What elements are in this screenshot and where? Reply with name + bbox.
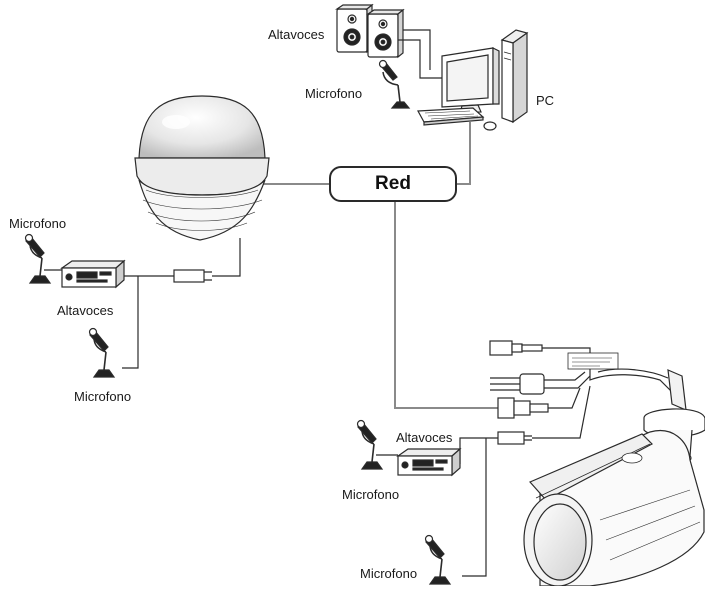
speaker-left-icon [337, 5, 372, 52]
bullet-amplifier-icon [398, 449, 460, 475]
network-cables [262, 122, 498, 408]
monitor-icon [442, 48, 499, 113]
dome-camera-icon [135, 96, 269, 240]
mouse-icon [484, 122, 496, 130]
bullet-microphone-bottom-icon [426, 536, 451, 585]
speaker-right-icon [368, 10, 403, 57]
dome-speakers-label: Altavoces [57, 303, 113, 318]
cable-network-to-pc [457, 122, 470, 184]
cable-network-to-bullet [395, 202, 498, 408]
bullet-camera-icon [524, 370, 705, 586]
network-box: Red [329, 166, 457, 202]
pc-group [337, 5, 527, 130]
bullet-speakers-label: Altavoces [396, 430, 452, 445]
dome-microphone-top-label: Microfono [9, 216, 66, 231]
pc-speakers-label: Altavoces [268, 27, 324, 42]
dome-microphone-bottom-icon [90, 329, 115, 378]
pc-microphone-label: Microfono [305, 86, 362, 101]
pc-tower-icon [502, 30, 527, 122]
dome-microphone-top-icon [26, 235, 51, 284]
bullet-microphone-mid-label: Microfono [342, 487, 399, 502]
dome-microphone-bottom-label: Microfono [74, 389, 131, 404]
dome-cables [120, 238, 240, 368]
pc-microphone-icon [380, 61, 410, 109]
pc-label: PC [536, 93, 554, 108]
bullet-microphone-mid-icon [358, 421, 383, 470]
bullet-microphone-bottom-label: Microfono [360, 566, 417, 581]
dome-amplifier-icon [62, 261, 124, 287]
network-label: Red [375, 173, 411, 195]
keyboard-icon [418, 108, 483, 125]
